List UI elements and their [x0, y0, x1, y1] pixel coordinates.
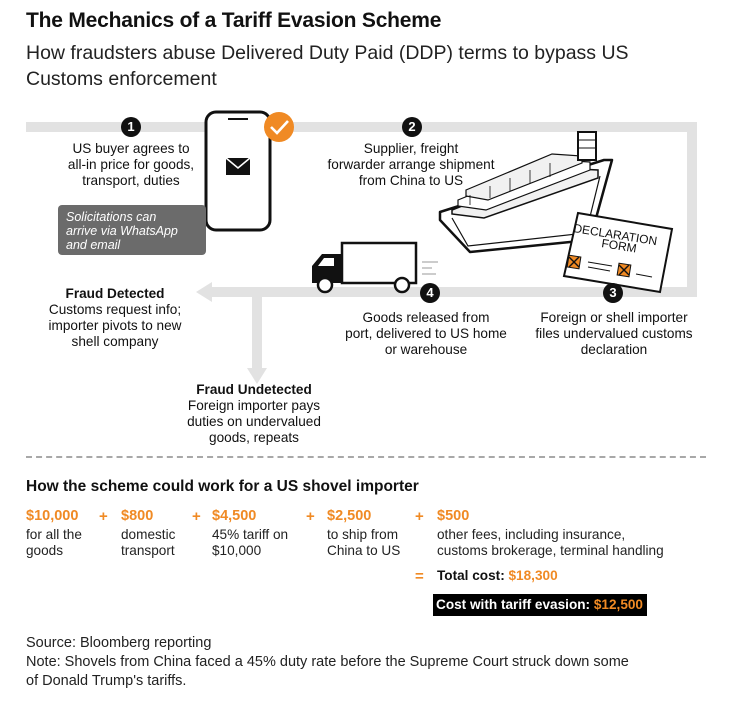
- shipping-value: $2,500: [327, 508, 372, 524]
- fraud-detected-line-2: importer pivots to new: [48, 318, 182, 333]
- step-2-line-1: Supplier, freight: [363, 141, 459, 156]
- evasion-cost-value: $12,500: [593, 597, 643, 612]
- flow-arrow-left: [196, 282, 212, 302]
- fraud-detected-line-3: shell company: [71, 334, 159, 349]
- source-note: Source: Bloomberg reporting: [26, 635, 212, 651]
- callout-line-3: and email: [66, 238, 121, 252]
- transport-desc: domestic transport: [121, 527, 175, 558]
- fees-value: $500: [437, 508, 470, 524]
- transport-desc-line-1: domestic: [121, 527, 176, 542]
- step-1-text: US buyer agrees to all-in price for good…: [46, 141, 216, 189]
- callout-line-1: Solicitations can: [66, 210, 157, 224]
- page-subtitle: How fraudsters abuse Delivered Duty Paid…: [26, 42, 629, 90]
- total-cost-value: $18,300: [508, 568, 558, 583]
- fraud-undetected: Fraud Undetected Foreign importer pays d…: [176, 382, 332, 446]
- evasion-cost-label: Cost with tariff evasion:: [436, 597, 591, 612]
- plus-sign: +: [306, 508, 315, 525]
- footnote: Note: Shovels from China faced a 45% dut…: [26, 653, 726, 691]
- fees-desc-line-1: other fees, including insurance,: [437, 527, 626, 542]
- cargo-ship-icon: [438, 131, 614, 254]
- step-1-number: 1: [121, 117, 141, 137]
- fraud-undetected-line-1: Foreign importer pays: [187, 398, 321, 413]
- step-3-line-1: Foreign or shell importer: [540, 310, 688, 325]
- goods-desc-line-1: for all the: [26, 527, 82, 542]
- evasion-cost: Cost with tariff evasion: $12,500: [433, 594, 647, 616]
- delivery-truck-icon: [312, 241, 438, 294]
- shipping-desc-line-1: to ship from: [327, 527, 399, 542]
- envelope-icon: [225, 157, 251, 175]
- equals-sign: =: [415, 568, 424, 585]
- transport-value: $800: [121, 508, 154, 524]
- plus-sign: +: [99, 508, 108, 525]
- goods-desc: for all the goods: [26, 527, 82, 558]
- step-4-line-3: or warehouse: [384, 342, 468, 357]
- section-divider: [26, 456, 706, 458]
- step-3-number: 3: [603, 283, 623, 303]
- plus-sign: +: [192, 508, 201, 525]
- fraud-detected-line-1: Customs request info;: [48, 302, 182, 317]
- tariff-value: $4,500: [212, 508, 257, 524]
- step-3-line-3: declaration: [580, 342, 648, 357]
- goods-desc-line-2: goods: [26, 542, 64, 558]
- step-4-text: Goods released from port, delivered to U…: [333, 310, 519, 358]
- fees-desc-line-2: customs brokerage, terminal handling: [437, 542, 664, 558]
- step-4-line-2: port, delivered to US home: [345, 326, 507, 341]
- shipping-desc-line-2: China to US: [327, 542, 401, 558]
- step-3-line-2: files undervalued customs: [535, 326, 693, 341]
- callout-line-2: arrive via WhatsApp: [66, 224, 178, 238]
- tariff-desc-line-1: 45% tariff on: [212, 527, 289, 542]
- fraud-undetected-line-3: goods, repeats: [209, 430, 299, 445]
- step-2-text: Supplier, freight forwarder arrange ship…: [316, 141, 506, 189]
- fees-desc: other fees, including insurance, customs…: [437, 527, 664, 558]
- fraud-detected: Fraud Detected Customs request info; imp…: [40, 286, 190, 350]
- goods-value: $10,000: [26, 508, 79, 524]
- shipping-desc: to ship from China to US: [327, 527, 400, 558]
- form-title-2: FORM: [601, 236, 638, 255]
- page-title: The Mechanics of a Tariff Evasion Scheme: [26, 9, 442, 32]
- step-2-line-3: from China to US: [358, 173, 464, 188]
- transport-desc-line-2: transport: [121, 542, 175, 558]
- tariff-desc: 45% tariff on $10,000: [212, 527, 288, 558]
- step-1-line-3: transport, duties: [82, 173, 180, 188]
- solicitation-callout: Solicitations can arrive via WhatsApp an…: [58, 205, 206, 255]
- declaration-form-icon: DECLARATION FORM: [562, 211, 674, 294]
- step-1-line-1: US buyer agrees to: [72, 141, 190, 156]
- fraud-undetected-line-2: duties on undervalued: [187, 414, 321, 429]
- fraud-undetected-heading: Fraud Undetected: [196, 382, 312, 397]
- fraud-detected-heading: Fraud Detected: [65, 286, 165, 301]
- step-3-text: Foreign or shell importer files underval…: [526, 310, 702, 358]
- total-cost-label: Total cost:: [437, 568, 505, 583]
- plus-sign: +: [415, 508, 424, 525]
- step-2-number: 2: [402, 117, 422, 137]
- footnote-line-2: of Donald Trump's tariffs.: [26, 673, 187, 689]
- tariff-desc-line-2: $10,000: [212, 542, 262, 558]
- example-heading: How the scheme could work for a US shove…: [26, 478, 419, 495]
- step-4-number: 4: [420, 283, 440, 303]
- footnote-line-1: Note: Shovels from China faced a 45% dut…: [26, 654, 629, 670]
- checkmark-icon: [264, 112, 294, 142]
- step-4-line-1: Goods released from: [362, 310, 490, 325]
- total-cost: Total cost: $18,300: [437, 568, 558, 583]
- step-1-line-2: all-in price for goods,: [67, 157, 195, 172]
- step-2-line-2: forwarder arrange shipment: [327, 157, 495, 172]
- flow-arrow-down: [247, 368, 267, 384]
